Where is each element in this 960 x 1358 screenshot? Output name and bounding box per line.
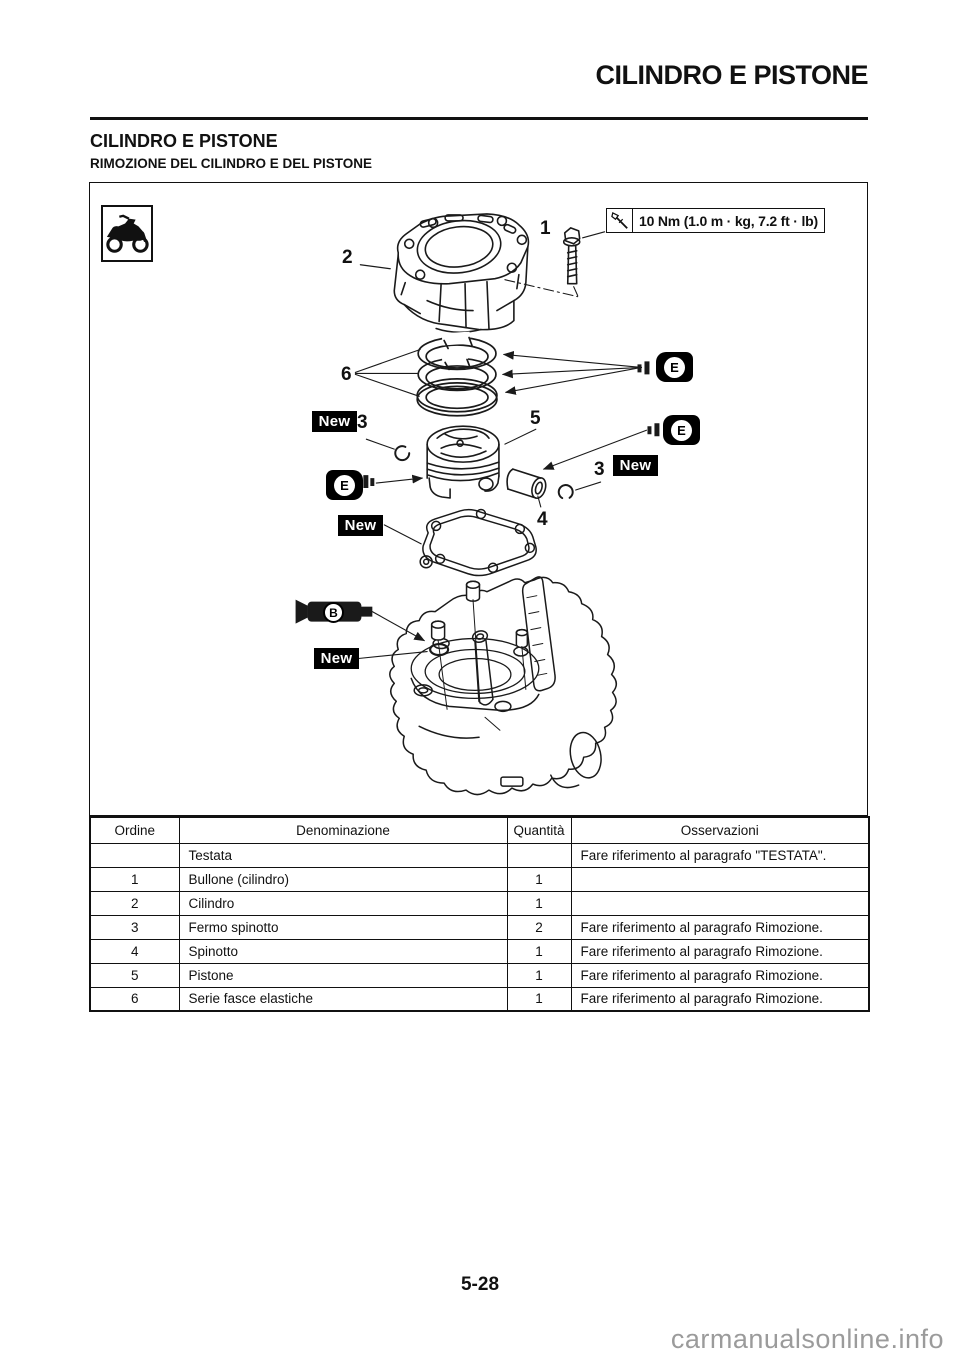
cell-ordine: 5	[89, 962, 180, 988]
cell-quantita: 1	[506, 962, 572, 988]
cell-ordine: 3	[89, 914, 180, 940]
cell-quantita: 1	[506, 890, 572, 916]
callout-3b-leader	[575, 481, 602, 491]
exploded-diagram: 10 Nm (1.0 m · kg, 7.2 ft · lb) 1 2 6 3 …	[89, 182, 868, 816]
callout-5: 5	[530, 408, 541, 429]
callout-5-leader	[504, 428, 537, 445]
new-label-circlip-right: New	[613, 455, 658, 476]
cell-ordine: 4	[89, 938, 180, 964]
cell-ordine: 1	[89, 866, 180, 892]
cell-quantita: 2	[506, 914, 572, 940]
cell-osservazioni	[570, 890, 870, 916]
torque-wrench-icon	[607, 209, 633, 232]
circlip-right	[557, 484, 574, 500]
engine-oil-symbol-pin: E	[663, 415, 700, 445]
cell-osservazioni: Fare riferimento al paragrafo Rimozione.	[570, 962, 870, 988]
callout-3b: 3	[594, 459, 605, 480]
base-gasket-drawing	[419, 508, 537, 577]
cylinder-drawing	[393, 213, 530, 334]
diagram-line-art	[295, 213, 660, 796]
cell-osservazioni: Fare riferimento al paragrafo Rimozione.	[570, 914, 870, 940]
engine-oil-symbol-rings: E	[656, 352, 693, 382]
header-rule	[90, 117, 868, 120]
torque-value: 10 Nm (1.0 m · kg, 7.2 ft · lb)	[639, 212, 818, 229]
cylinder-bolt-drawing	[504, 227, 606, 298]
new-gasket-leader	[383, 524, 422, 545]
callout-3a: 3	[357, 412, 368, 433]
cell-ordine: 6	[89, 986, 180, 1012]
new-label-circlip-left: New	[312, 411, 357, 432]
callout-6-leaders	[354, 348, 421, 397]
cell-quantita: 1	[506, 938, 572, 964]
callout-1: 1	[540, 218, 551, 239]
cell-quantita	[506, 842, 572, 868]
column-header: Denominazione	[178, 816, 508, 844]
cell-denominazione: Cilindro	[178, 890, 508, 916]
cell-osservazioni	[570, 866, 870, 892]
cell-ordine	[89, 842, 180, 868]
cell-denominazione: Bullone (cilindro)	[178, 866, 508, 892]
callout-2-leader	[359, 264, 391, 270]
engine-oil-symbol-piston: E	[326, 470, 363, 500]
new-label-gasket: New	[338, 515, 383, 536]
callout-4-leader	[537, 495, 542, 508]
torque-spec: 10 Nm (1.0 m · kg, 7.2 ft · lb)	[606, 208, 825, 233]
new-label-oring: New	[314, 648, 359, 669]
cell-osservazioni: Fare riferimento al paragrafo "TESTATA".	[570, 842, 870, 868]
callout-6: 6	[341, 364, 352, 385]
parts-table-body: Testata Fare riferimento al paragrafo "TE…	[89, 842, 870, 1012]
sealant-symbol: B	[323, 602, 344, 623]
crankcase-drawing	[389, 576, 618, 796]
cell-denominazione: Spinotto	[178, 938, 508, 964]
piston-pin-drawing	[506, 468, 547, 500]
circlip-left	[394, 445, 411, 462]
callout-2: 2	[342, 247, 353, 268]
cell-denominazione: Testata	[178, 842, 508, 868]
cell-denominazione: Fermo spinotto	[178, 914, 508, 940]
motorcycle-icon	[101, 205, 153, 262]
oil-nozzle-2	[647, 423, 660, 437]
cell-denominazione: Pistone	[178, 962, 508, 988]
piston-rings-drawing	[416, 331, 498, 417]
piston-drawing	[426, 425, 500, 499]
section-title: CILINDRO E PISTONE	[90, 131, 278, 151]
cell-quantita: 1	[506, 986, 572, 1012]
callout-3a-leader	[365, 438, 395, 450]
cell-ordine: 2	[89, 890, 180, 916]
subsection-title: RIMOZIONE DEL CILINDRO E DEL PISTONE	[90, 156, 373, 171]
table-row: Testata Fare riferimento al paragrafo "TE…	[89, 842, 870, 868]
cell-denominazione: Serie fasce elastiche	[178, 986, 508, 1012]
watermark: carmanualsonline.info	[670, 1324, 944, 1354]
callout-4: 4	[537, 509, 548, 530]
column-header: Quantità	[506, 816, 572, 844]
oil-nozzle-3	[363, 475, 375, 489]
page-number: 5-28	[460, 1274, 500, 1295]
oil-nozzle-1	[637, 361, 650, 375]
cell-osservazioni: Fare riferimento al paragrafo Rimozione.	[570, 986, 870, 1012]
column-header: Osservazioni	[570, 816, 870, 844]
page-header-title: CILINDRO E PISTONE	[595, 60, 868, 90]
cell-quantita: 1	[506, 866, 572, 892]
cell-osservazioni: Fare riferimento al paragrafo Rimozione.	[570, 938, 870, 964]
column-header: Ordine	[89, 816, 180, 844]
